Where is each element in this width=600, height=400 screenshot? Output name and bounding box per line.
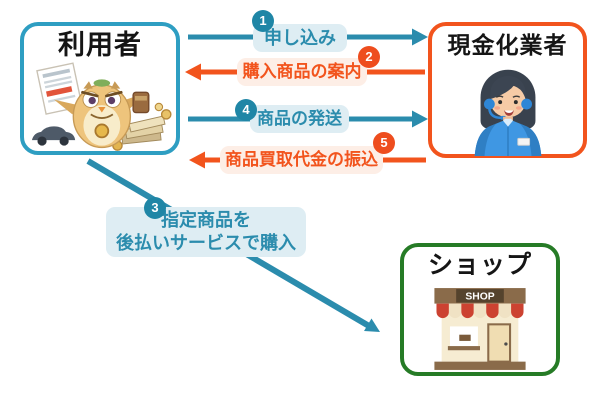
arrow-step-2-label: 購入商品の案内 <box>237 58 367 86</box>
storefront-illustration: SHOP <box>404 280 556 373</box>
arrow-step-3-label: 指定商品を 後払いサービスで購入 <box>106 207 306 257</box>
node-cash-converter-title: 現金化業者 <box>447 32 568 58</box>
step-3-badge: 3 <box>144 197 166 219</box>
cash-stack-icon <box>121 115 166 145</box>
awning <box>436 303 524 319</box>
arrow-step-3-label-line1: 指定商品を <box>161 210 251 230</box>
step-4-badge: 4 <box>235 99 257 121</box>
step-2-badge: 2 <box>358 46 380 68</box>
step-1-badge: 1 <box>252 10 274 32</box>
car-icon <box>31 126 76 146</box>
node-cash-converter-box: 現金化業者 <box>428 22 587 158</box>
node-user-box: 利用者 <box>20 22 180 155</box>
node-user-title: 利用者 <box>58 30 142 60</box>
shop-sign-text: SHOP <box>465 291 494 302</box>
arrow-step-3-label-line2: 後払いサービスで購入 <box>116 233 296 253</box>
call-center-operator-illustration <box>432 58 583 158</box>
owl-body <box>54 79 150 148</box>
step-5-badge: 5 <box>373 132 395 154</box>
node-shop-title: ショップ <box>427 251 532 279</box>
arrow-step-4-label: 商品の発送 <box>250 105 349 133</box>
node-shop-box: ショップ SHOP <box>400 243 560 376</box>
arrow-step-5-label: 商品買取代金の振込 <box>220 146 383 174</box>
owl-mascot-illustration <box>24 61 176 153</box>
